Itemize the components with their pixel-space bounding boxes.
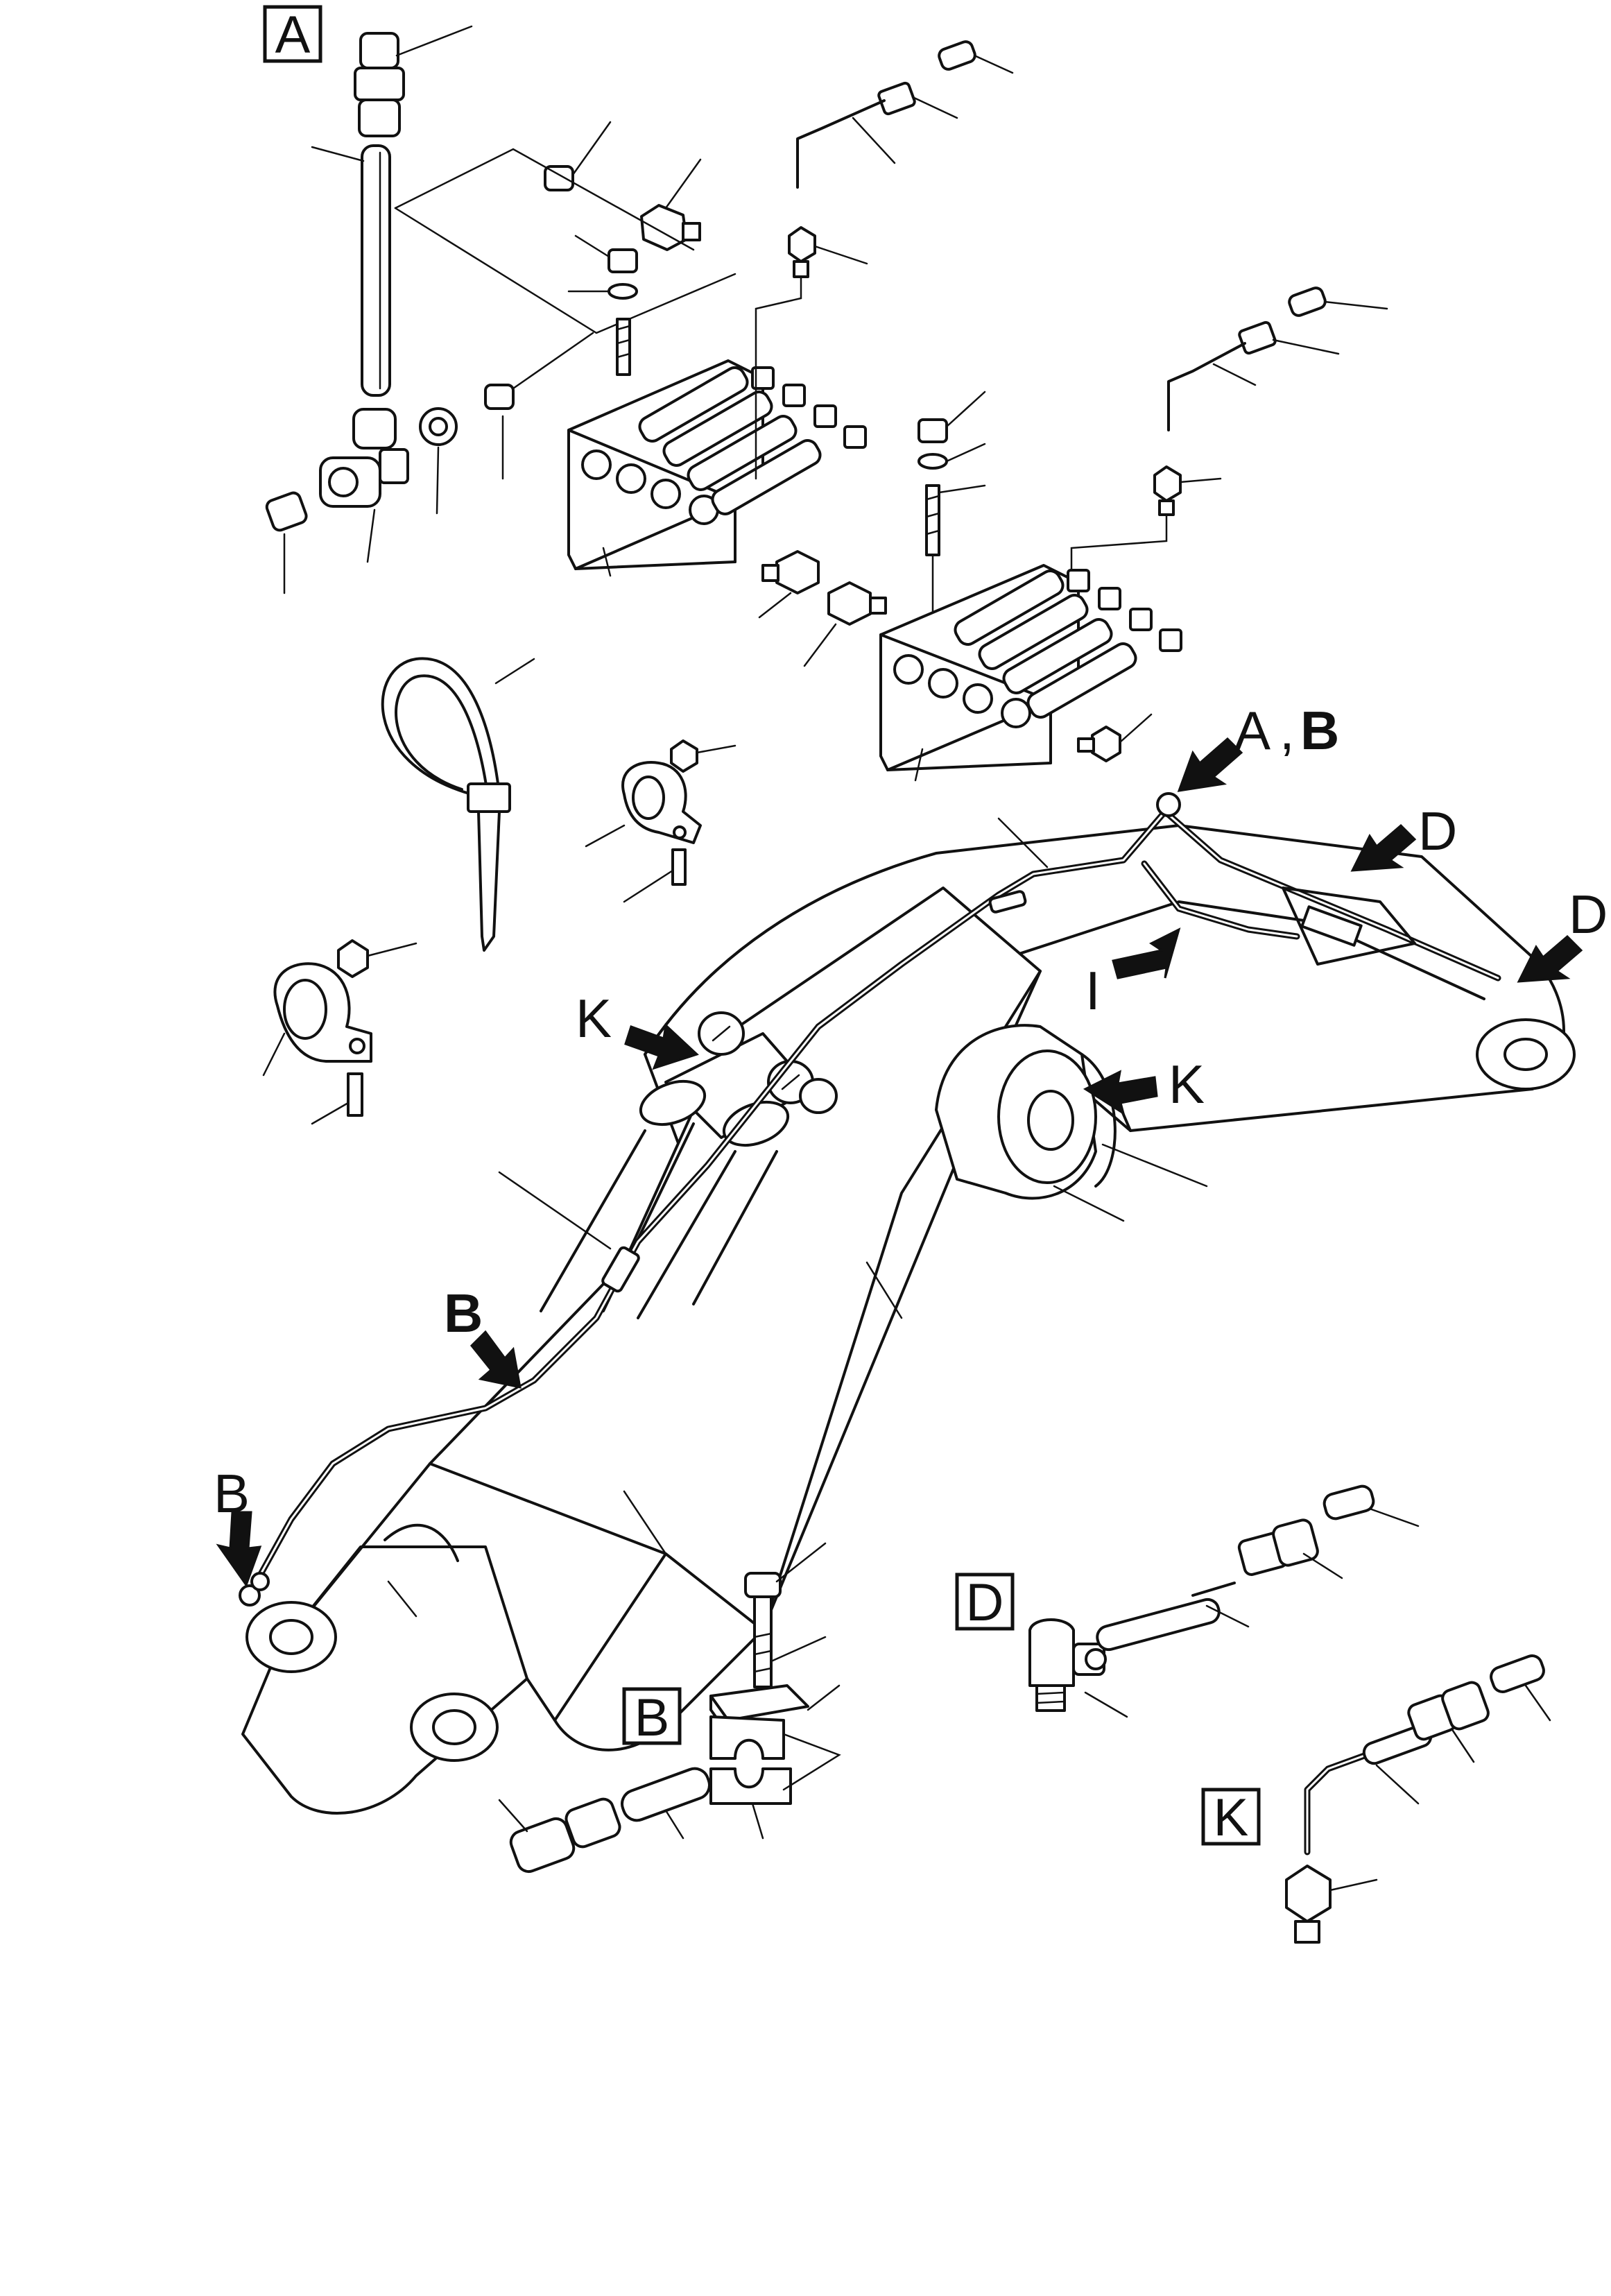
arrow-d-upper [1350,823,1417,872]
arrow-b-mid [469,1330,522,1389]
detail-k-assembly: K [1201,1654,1551,1944]
detail-b-label: B [635,1688,670,1747]
elbow-hose-group-1 [755,40,1014,480]
arrow-i [1112,927,1181,979]
nut-washer-stud [567,234,638,376]
lubrication-hose-route [239,792,1501,1607]
detail-k-label: K [1214,1788,1249,1847]
arrow-a-b-label-a: A [1234,700,1270,761]
sleeve-left [484,384,515,410]
arrow-a-b-comma: , [1280,700,1295,761]
tube-with-fittings [311,25,473,397]
arrow-k-right [1083,1070,1158,1116]
p-clip-large [262,939,417,1125]
arrow-b-mid-label: B [444,1283,483,1344]
detail-b-assembly: B [498,1542,841,1874]
elbow-hose-group-2 [1070,286,1388,653]
p-clip-small [585,739,736,903]
arrow-a-b [1177,737,1243,792]
arrow-b-left [216,1511,262,1588]
detail-a-frame [263,5,322,63]
arrow-k-right-label: K [1169,1054,1205,1115]
boom-structure [241,824,1576,1815]
hex-fitting [640,158,702,251]
distributor-block-1 [567,359,867,577]
arrow-d-upper-label: D [1418,800,1457,862]
elbow-union [319,407,458,563]
detail-b-frame [622,1687,682,1745]
distributor-block-2 [879,564,1182,782]
arrow-a-b-label-b: B [1300,700,1339,761]
arrow-k-left [624,1022,699,1070]
callout-arrows: A , B D D I K K B B [214,700,1608,1588]
pivot-cone [935,1024,1208,1222]
detail-d-assembly: D [955,1484,1420,1718]
detail-k-frame [1201,1788,1261,1846]
nut-washer-stud-2 [918,391,986,626]
detail-a-assembly: A [262,5,1388,1125]
arrow-i-label: I [1085,960,1101,1021]
arrow-k-left-label: K [576,988,612,1049]
hose-sleeve [265,491,308,532]
arrow-d-right-label: D [1569,884,1608,945]
cable-tie [381,657,535,952]
block-connectors [758,550,887,667]
detail-d-frame [955,1573,1015,1631]
arrow-d-right [1517,934,1583,983]
detail-d-label: D [966,1573,1004,1632]
arrow-b-left-label: B [214,1463,250,1524]
sleeve-part [544,165,574,191]
detail-a-label: A [275,6,311,65]
